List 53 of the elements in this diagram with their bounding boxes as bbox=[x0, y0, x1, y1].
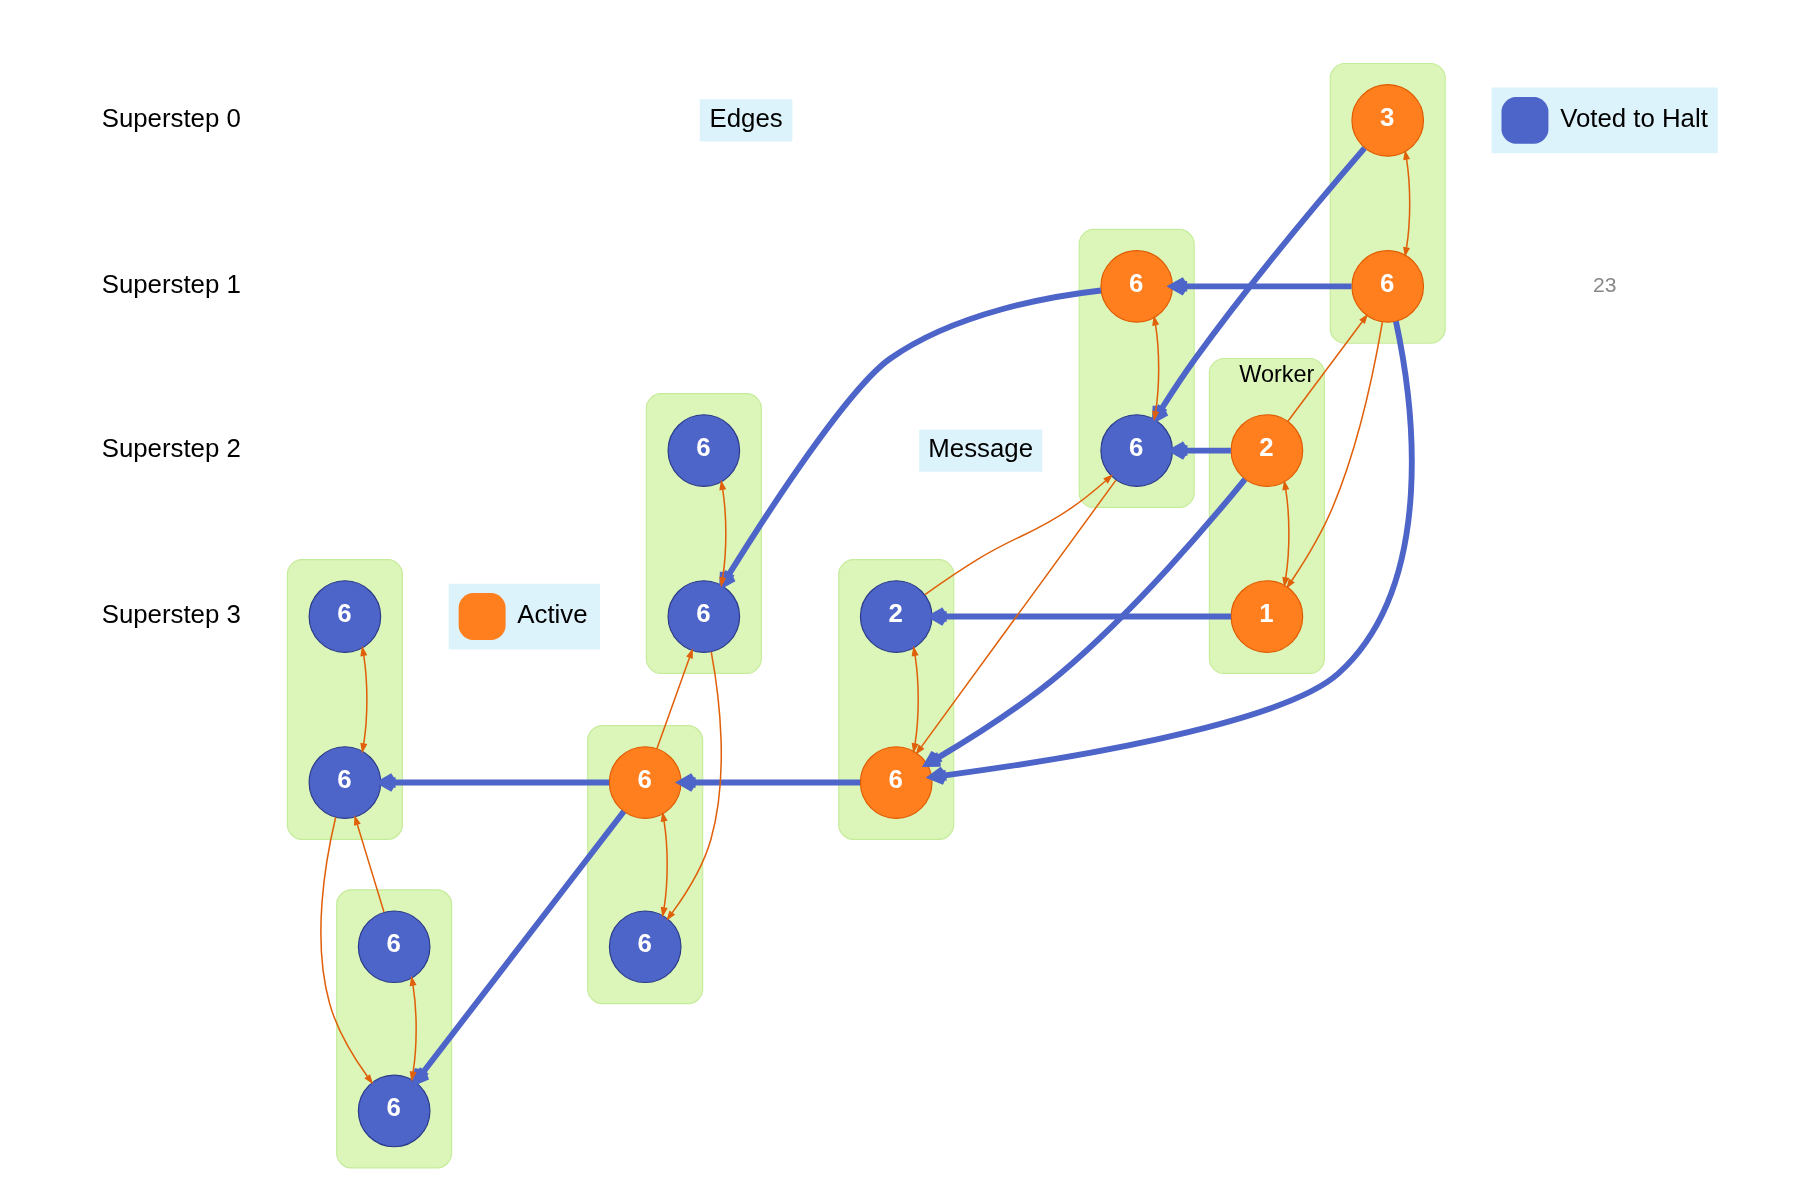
label: 23 bbox=[1592, 272, 1616, 296]
arrow bbox=[665, 651, 722, 921]
label: Superstep 2 bbox=[101, 434, 241, 463]
cluster bbox=[586, 725, 703, 1005]
cluster bbox=[645, 393, 762, 675]
node-circle: 6 bbox=[308, 746, 381, 819]
arrow bbox=[1151, 315, 1159, 422]
arrow bbox=[718, 479, 727, 588]
cluster bbox=[335, 889, 452, 1169]
arrow bbox=[377, 773, 609, 793]
arrow bbox=[660, 811, 668, 918]
arrow bbox=[915, 479, 1117, 755]
arrow bbox=[1151, 146, 1367, 423]
arrow bbox=[1402, 149, 1410, 258]
node-circle: 6 bbox=[666, 414, 740, 487]
cluster bbox=[286, 559, 403, 840]
arrow bbox=[923, 477, 1247, 768]
arrow bbox=[1168, 276, 1352, 296]
arrow bbox=[1285, 321, 1383, 589]
label: Superstep 3 bbox=[101, 600, 241, 629]
arrow bbox=[359, 645, 368, 754]
legend-label: Edges bbox=[708, 103, 783, 132]
legend-label: Voted to Halt bbox=[1559, 103, 1708, 132]
node-circle: 6 bbox=[308, 580, 381, 653]
node-circle: 2 bbox=[1230, 414, 1303, 487]
arrow bbox=[409, 975, 417, 1082]
arrow bbox=[1286, 313, 1368, 422]
arrow bbox=[412, 809, 626, 1085]
label: Superstep 0 bbox=[101, 103, 241, 132]
node-label: Worker bbox=[1238, 360, 1314, 387]
label: Superstep 1 bbox=[101, 269, 241, 298]
node-circle: 6 bbox=[666, 580, 740, 653]
cluster bbox=[1078, 228, 1195, 509]
arrow bbox=[677, 773, 860, 793]
node-circle: 2 bbox=[859, 580, 933, 653]
cluster bbox=[1329, 62, 1446, 344]
arrow bbox=[1169, 441, 1231, 461]
node-circle: 6 bbox=[1099, 249, 1173, 323]
arrow bbox=[319, 816, 373, 1085]
arrow bbox=[655, 648, 693, 750]
legend-label: Message bbox=[927, 434, 1033, 463]
legend-label: Active bbox=[516, 600, 588, 629]
node-circle: 6 bbox=[608, 746, 682, 819]
arrow bbox=[911, 645, 919, 754]
arrow bbox=[718, 287, 1101, 589]
arrow bbox=[928, 607, 1231, 627]
arrow bbox=[923, 474, 1113, 596]
node-circle: 6 bbox=[357, 910, 431, 984]
arrow bbox=[1281, 479, 1290, 588]
arrow bbox=[927, 320, 1415, 786]
cluster bbox=[1208, 357, 1325, 675]
cluster bbox=[837, 559, 954, 840]
node-circle: 3 bbox=[1350, 84, 1424, 157]
